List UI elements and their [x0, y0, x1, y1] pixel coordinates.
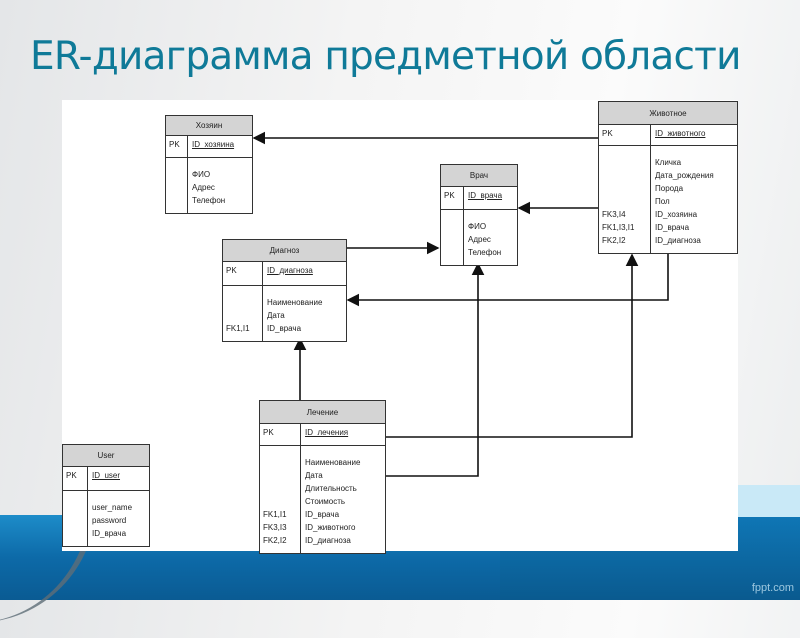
attribute: Длительность [305, 484, 357, 493]
attribute: ФИО [192, 170, 211, 179]
attribute: user_name [92, 503, 133, 512]
attribute: Наименование [267, 298, 323, 307]
attribute: ID_врача [305, 510, 340, 519]
pk-field: ID_диагноза [267, 266, 313, 275]
attribute: ID_врача [92, 529, 127, 538]
attribute: ID_диагноза [305, 536, 351, 545]
entity-header: Врач [441, 165, 517, 187]
slide-title: ER-диаграмма предметной области [30, 34, 741, 79]
rel-treatment-doctor [385, 262, 485, 477]
key-label: FK3,I4 [602, 210, 626, 219]
entity-header: Диагноз [223, 240, 346, 262]
attribute: Пол [655, 197, 670, 206]
pk-label: PK [599, 125, 651, 145]
pk-field: ID_врача [468, 191, 503, 200]
entity-header: Животное [599, 102, 737, 125]
attribute: Порода [655, 184, 684, 193]
attribute: ID_животного [305, 523, 356, 532]
pk-label: PK [63, 467, 88, 490]
rel-animal-diagnosis [346, 253, 669, 307]
pk-field: ID_user [92, 471, 121, 480]
pk-label: PK [166, 136, 188, 157]
attribute: Телефон [468, 248, 502, 257]
rel-treatment-animal [385, 253, 639, 438]
relationship-lines [252, 131, 669, 477]
attribute: Адрес [468, 235, 491, 244]
attribute: password [92, 516, 127, 525]
attribute: Дата_рождения [655, 171, 714, 180]
pk-field: ID_хозяина [192, 140, 235, 149]
footer-brand: fppt.com [751, 582, 794, 594]
pk-field: ID_лечения [305, 428, 349, 437]
key-label: FK1,I1 [263, 510, 287, 519]
attribute: Кличка [655, 158, 682, 167]
attribute: ID_врача [655, 223, 690, 232]
entity-header: Хозяин [166, 116, 252, 136]
key-label: FK2,I2 [263, 536, 287, 545]
key-label: FK2,I2 [602, 236, 626, 245]
pk-label: PK [223, 262, 263, 285]
attribute: ID_хозяина [655, 210, 698, 219]
attribute: ID_диагноза [655, 236, 701, 245]
attribute: Дата [267, 311, 285, 320]
pk-label: PK [441, 187, 464, 209]
attribute: ID_врача [267, 324, 302, 333]
attribute: Телефон [192, 196, 226, 205]
entity-header: User [63, 445, 149, 467]
entity-header: Лечение [260, 401, 385, 424]
key-label: FK1,I3,I1 [602, 223, 635, 232]
pk-label: PK [260, 424, 301, 445]
key-label: FK1,I1 [226, 324, 250, 333]
pk-field: ID_животного [655, 129, 706, 138]
attribute: Стоимость [305, 497, 346, 506]
attribute: Наименование [305, 458, 361, 467]
key-label: FK3,I3 [263, 523, 287, 532]
attribute: ФИО [468, 222, 487, 231]
attribute: Дата [305, 471, 323, 480]
attribute: Адрес [192, 183, 215, 192]
